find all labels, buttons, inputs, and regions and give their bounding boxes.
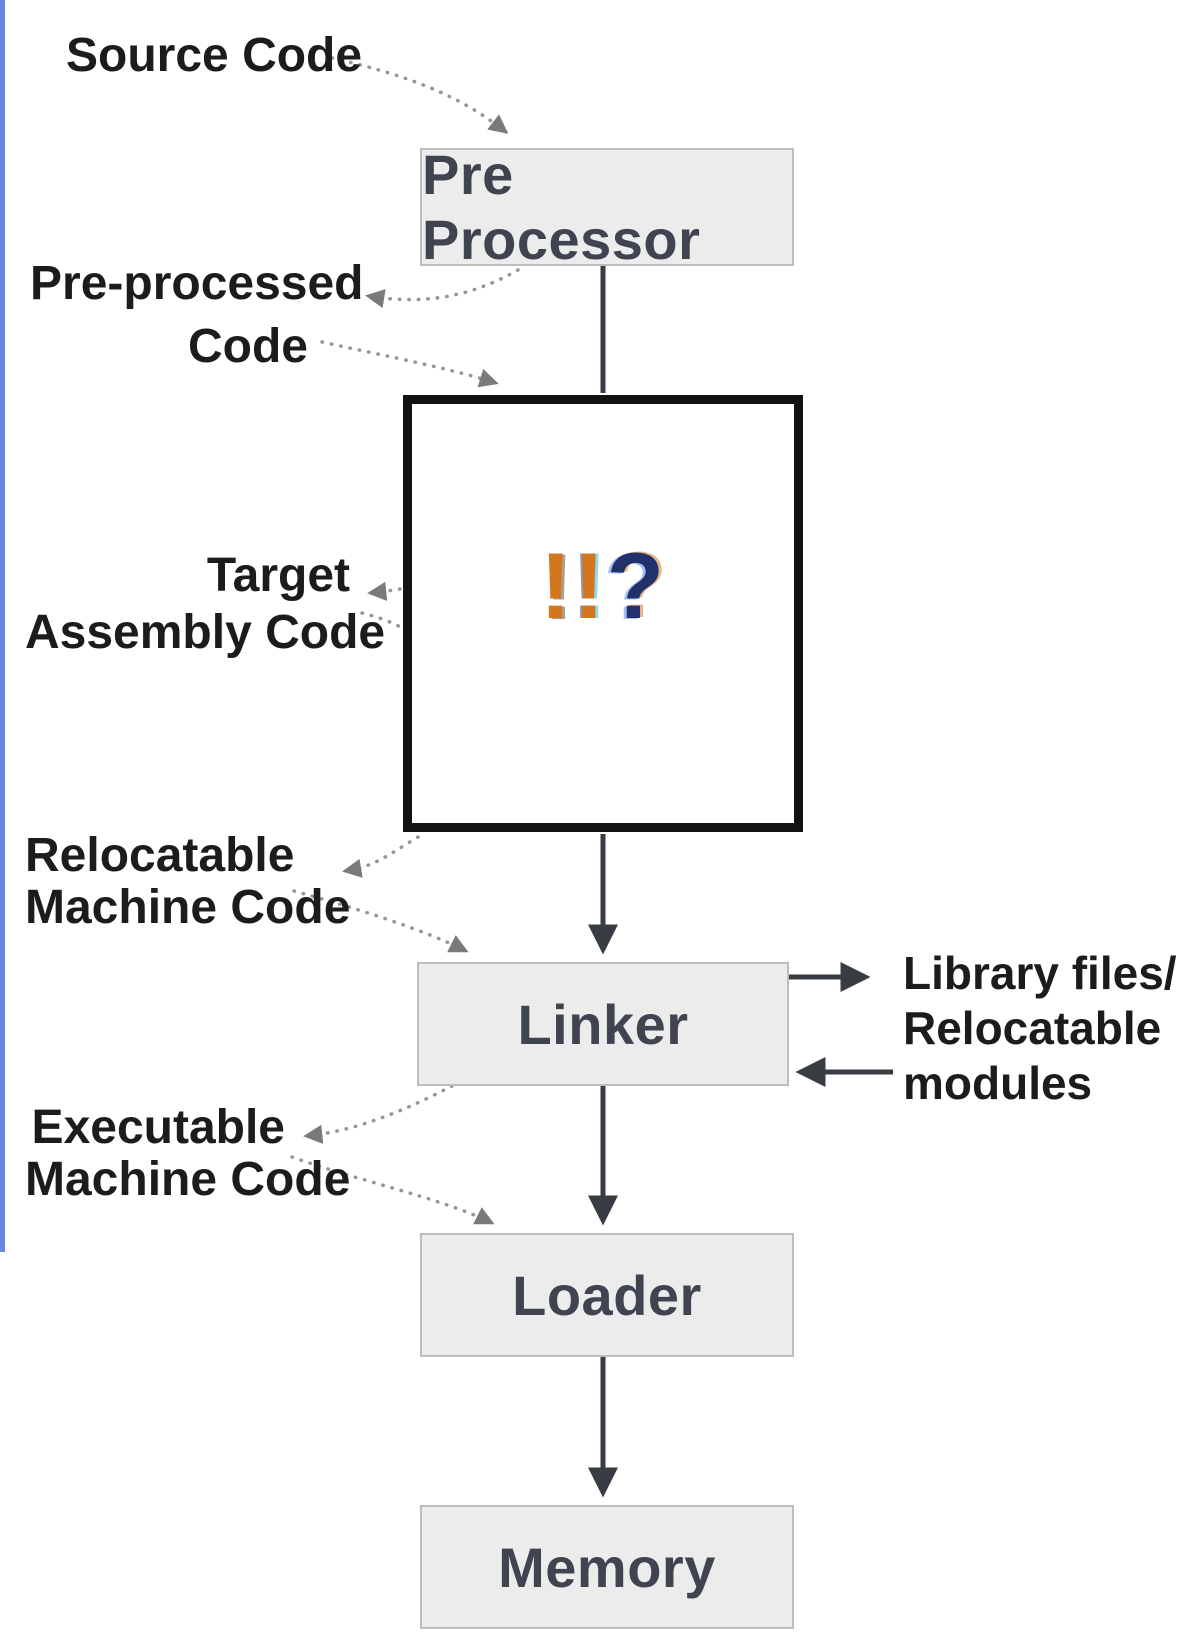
library-files-label: Library files/ Relocatable modules bbox=[903, 947, 1177, 1110]
left-edge-artifact-strip bbox=[0, 0, 5, 1252]
exclamation-glyph: ! bbox=[573, 532, 607, 638]
memory-label: Memory bbox=[498, 1535, 716, 1599]
target-assembly-code-label: Target Assembly Code bbox=[25, 549, 386, 659]
unknown-stage-text: !!? bbox=[540, 532, 666, 640]
arrow-preprocessor-to-preprocessed-label bbox=[365, 268, 520, 309]
pre-processed-code-label: Pre-processed Code bbox=[30, 257, 364, 374]
executable-machine-code-label: Executable Machine Code bbox=[25, 1101, 351, 1206]
pre-processor-label: Pre Processor bbox=[422, 143, 701, 271]
relocatable-machine-code-label: Relocatable Machine Code bbox=[25, 829, 351, 934]
source-code-label: Source Code bbox=[66, 29, 363, 82]
linker-label: Linker bbox=[517, 992, 689, 1056]
arrow-unknown-box-to-target-label bbox=[367, 581, 402, 601]
arrow-preprocessed-label-to-unknown-box bbox=[320, 340, 499, 388]
exclamation-glyph: ! bbox=[539, 532, 574, 638]
loader-label: Loader bbox=[512, 1263, 702, 1327]
arrow-linker-to-executable-label bbox=[303, 1084, 454, 1144]
memory-box: Memory bbox=[420, 1505, 794, 1629]
linker-box: Linker bbox=[417, 962, 789, 1086]
question-glyph: ? bbox=[606, 532, 667, 638]
arrow-unknown-box-to-relocatable-label bbox=[342, 835, 420, 878]
unknown-stage-box: !!? bbox=[403, 395, 803, 832]
loader-box: Loader bbox=[420, 1233, 794, 1357]
pre-processor-box: Pre Processor bbox=[420, 143, 794, 271]
